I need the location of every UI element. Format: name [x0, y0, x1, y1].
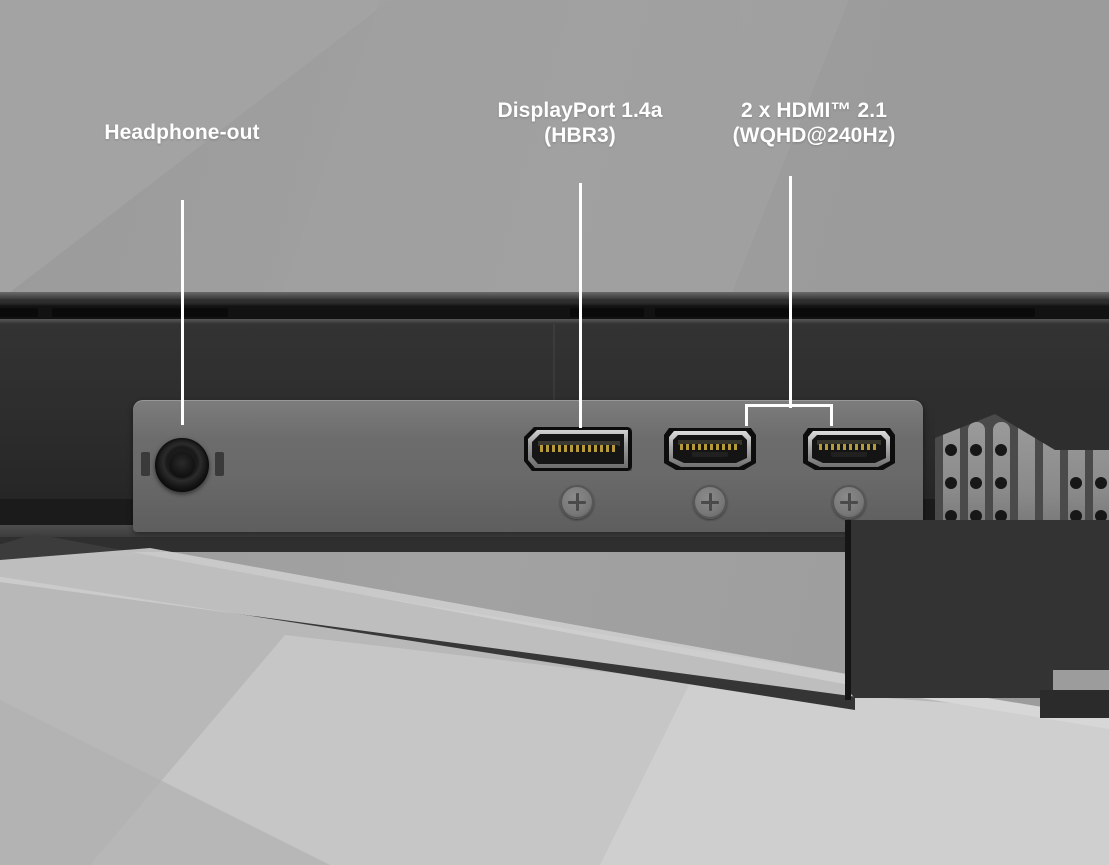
chassis-groove-lip — [0, 319, 1109, 324]
leader-line-displayport — [579, 183, 582, 428]
hdmi-pins — [819, 444, 879, 450]
vent-column — [1018, 422, 1035, 549]
headphone-jack-tab-left — [141, 452, 150, 476]
vent-column — [1043, 422, 1060, 549]
vent-hole — [945, 510, 957, 522]
chassis-top-highlight — [0, 292, 1109, 299]
vent-hole — [1070, 510, 1082, 522]
chassis-vent-slot — [52, 308, 228, 317]
headphone-jack-tab-right — [215, 452, 224, 476]
vent-hole — [1095, 477, 1107, 489]
hdmi-connector-2[interactable] — [803, 428, 895, 470]
callout-label-hdmi: 2 x HDMI™ 2.1 (WQHD@240Hz) — [732, 99, 896, 147]
headphone-jack-port[interactable] — [155, 438, 209, 492]
hdmi-pin-base — [678, 440, 742, 445]
screw-hdmi-2 — [832, 485, 866, 519]
callout-bracket-hdmi — [745, 404, 833, 426]
headphone-jack-hole — [169, 452, 195, 478]
screw-hdmi-1 — [693, 485, 727, 519]
chassis-vent-slot — [655, 308, 1035, 317]
rear-right-foot — [1040, 690, 1109, 718]
callout-label-displayport: DisplayPort 1.4a (HBR3) — [497, 99, 663, 147]
vent-hole — [995, 477, 1007, 489]
chassis-vent-slot — [570, 308, 644, 317]
vent-hole — [1095, 510, 1107, 522]
leader-line-headphone-out — [181, 200, 184, 425]
callout-label-headphone-out: Headphone-out — [104, 121, 260, 144]
hdmi-connector-1[interactable] — [664, 428, 756, 470]
vent-hole — [1070, 477, 1082, 489]
screw-displayport — [560, 485, 594, 519]
chassis-vertical-notch — [845, 520, 851, 700]
vent-hole — [995, 510, 1007, 522]
rear-right-housing — [845, 520, 1109, 698]
vent-hole — [970, 477, 982, 489]
displayport-pins — [540, 445, 618, 452]
displayport-connector[interactable] — [524, 427, 632, 471]
hdmi-pins — [680, 444, 740, 450]
leader-line-hdmi — [789, 176, 792, 408]
vent-hole — [995, 444, 1007, 456]
vent-hole — [945, 444, 957, 456]
hdmi-tongue — [692, 452, 728, 457]
hdmi-tongue — [831, 452, 867, 457]
vent-hole — [970, 510, 982, 522]
displayport-pin-base — [538, 441, 620, 446]
chassis-vent-slot — [0, 308, 38, 317]
vent-hole — [970, 444, 982, 456]
hdmi-pin-base — [817, 440, 881, 445]
vent-hole — [945, 477, 957, 489]
